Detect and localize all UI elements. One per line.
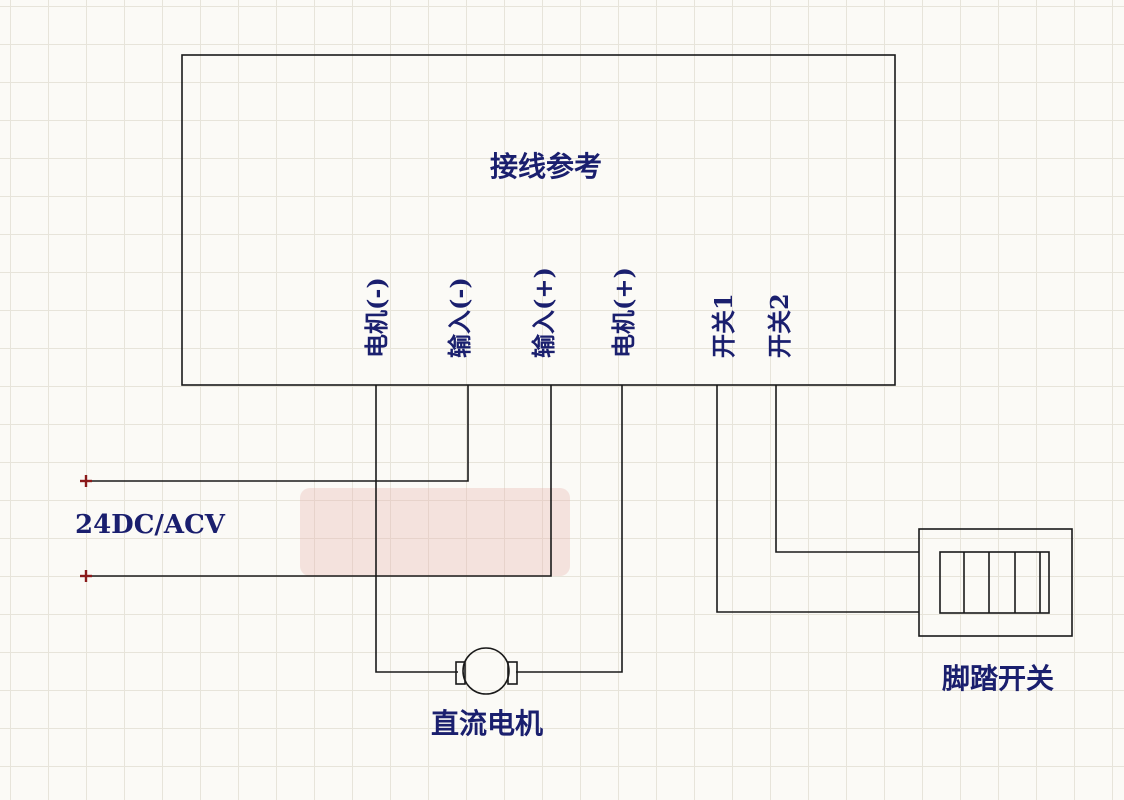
pin-label-switch-1: 开关1 [709, 293, 738, 358]
pin-label-motor-pos: 电机(+) [609, 267, 638, 358]
background-smudge [300, 488, 570, 576]
supply-terminal-2 [80, 570, 92, 582]
supply-terminal-1 [80, 475, 92, 487]
pin-label-input-neg: 输入(-) [445, 277, 474, 358]
wire-switch-1 [716, 385, 919, 613]
wire-switch-2 [775, 385, 919, 553]
dc-motor-symbol [455, 647, 518, 695]
wires [86, 385, 919, 673]
foot-switch-symbol [918, 528, 1073, 637]
wire-input-neg [86, 385, 469, 482]
pin-label-input-pos: 输入(+) [529, 267, 558, 358]
pin-label-switch-2: 开关2 [765, 293, 794, 358]
wire-input-pos [86, 385, 552, 577]
pin-label-motor-neg: 电机(-) [362, 277, 391, 358]
supply-label: 24DC/ACV [75, 510, 226, 540]
foot-switch-label: 脚踏开关 [942, 662, 1054, 695]
controller-box [181, 54, 896, 386]
diagram-title: 接线参考 [490, 150, 602, 183]
wire-motor-pos [516, 385, 623, 673]
motor-label: 直流电机 [431, 707, 543, 740]
